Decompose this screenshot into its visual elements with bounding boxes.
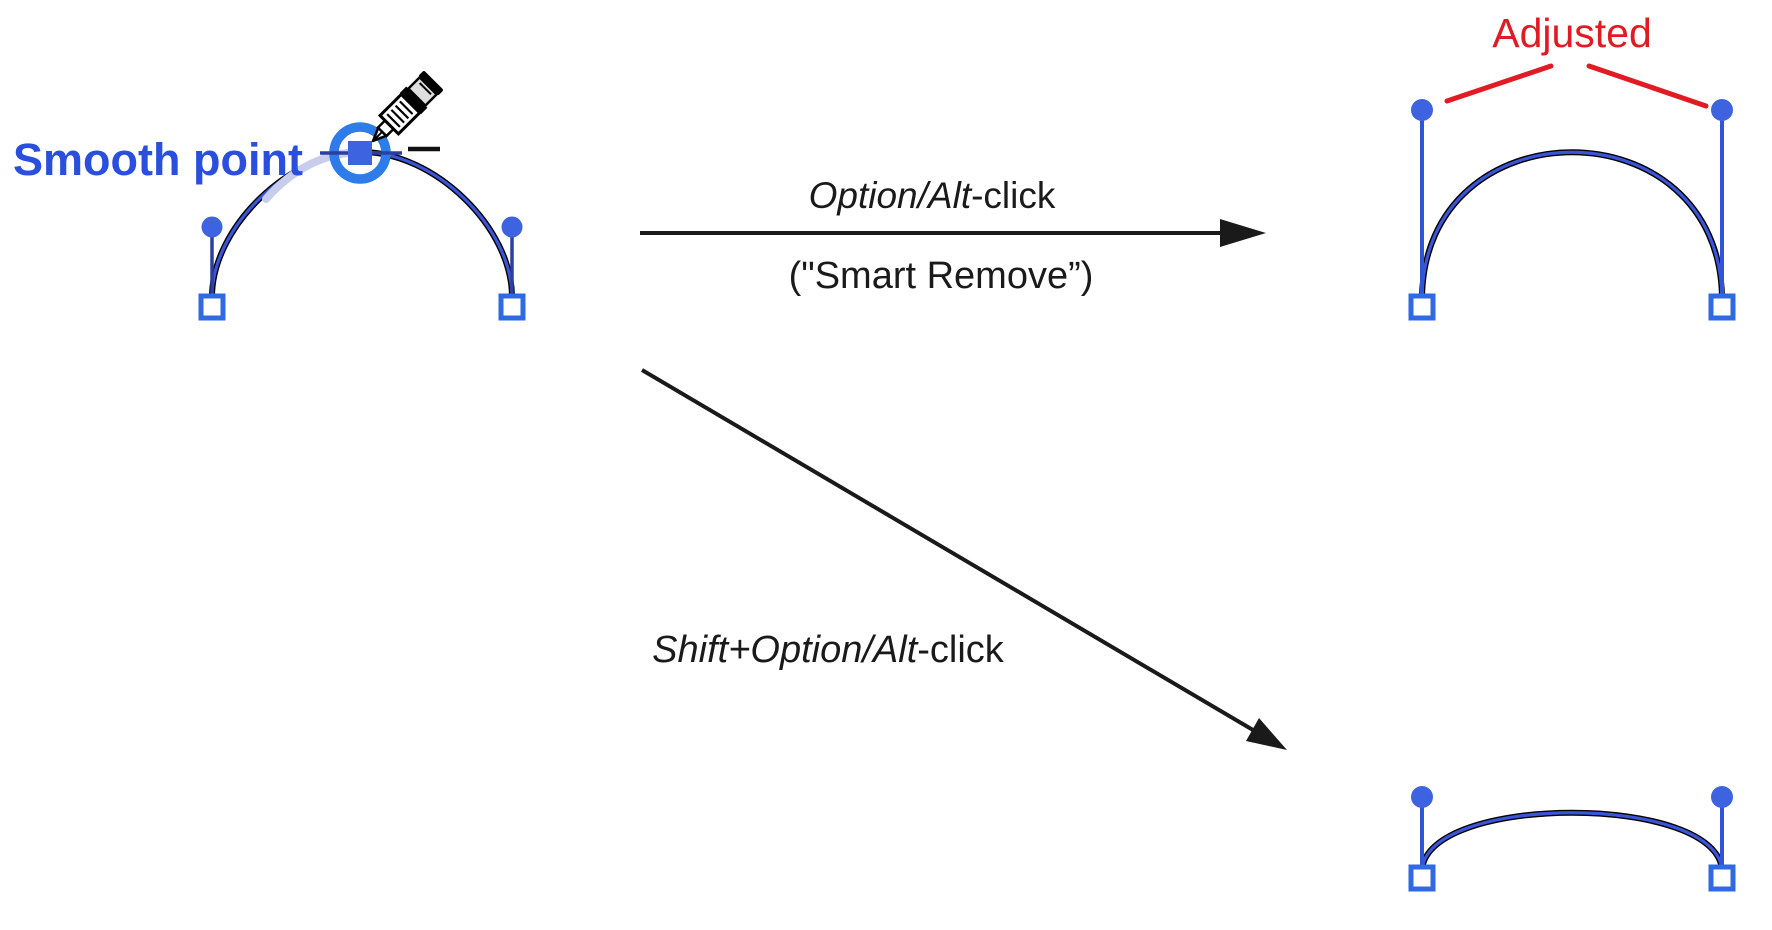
option-alt-click-label: Option/Alt-click <box>809 175 1056 216</box>
smart-remove-label: ("Smart Remove”) <box>789 255 1094 297</box>
adjusted-result-figure: Adjusted <box>1408 10 1736 321</box>
smooth-anchor-square <box>348 141 372 165</box>
left-flat-anchor-square <box>1408 864 1436 892</box>
right-flat-dot <box>1711 786 1733 808</box>
left-adjusted-dot <box>1411 99 1433 121</box>
smooth-point-label: Smooth point <box>13 134 303 185</box>
horizontal-transition: Option/Alt-click ("Smart Remove”) <box>640 175 1266 297</box>
left-handle-dot <box>201 216 223 238</box>
diagonal-arrow-line <box>640 368 1255 732</box>
horizontal-arrow-head <box>1220 219 1266 247</box>
right-flat-anchor-square <box>1708 864 1736 892</box>
right-anchor-square <box>498 293 526 321</box>
right-adjusted-dot <box>1711 99 1733 121</box>
result-arch <box>1420 150 1724 301</box>
left-anchor-square <box>198 293 226 321</box>
diagonal-transition: Shift+Option/Alt-click <box>640 368 1287 750</box>
pen-delete-anchor-icon[interactable] <box>362 70 444 152</box>
adjusted-pointer-right <box>1586 63 1709 109</box>
left-result-anchor-square <box>1408 293 1436 321</box>
adjusted-pointer-left <box>1444 63 1554 104</box>
result-arch-outline <box>1419 149 1725 301</box>
flat-curve <box>1420 811 1724 873</box>
right-handle-dot <box>501 216 523 238</box>
diagonal-arrow-head <box>1246 718 1287 750</box>
flattened-result-figure <box>1408 786 1736 892</box>
flat-curve-outline <box>1419 809 1725 873</box>
right-result-anchor-square <box>1708 293 1736 321</box>
shift-option-alt-click-label: Shift+Option/Alt-click <box>652 629 1005 671</box>
smooth-point-figure: Smooth point <box>13 70 526 321</box>
left-flat-dot <box>1411 786 1433 808</box>
adjusted-label: Adjusted <box>1492 10 1652 56</box>
